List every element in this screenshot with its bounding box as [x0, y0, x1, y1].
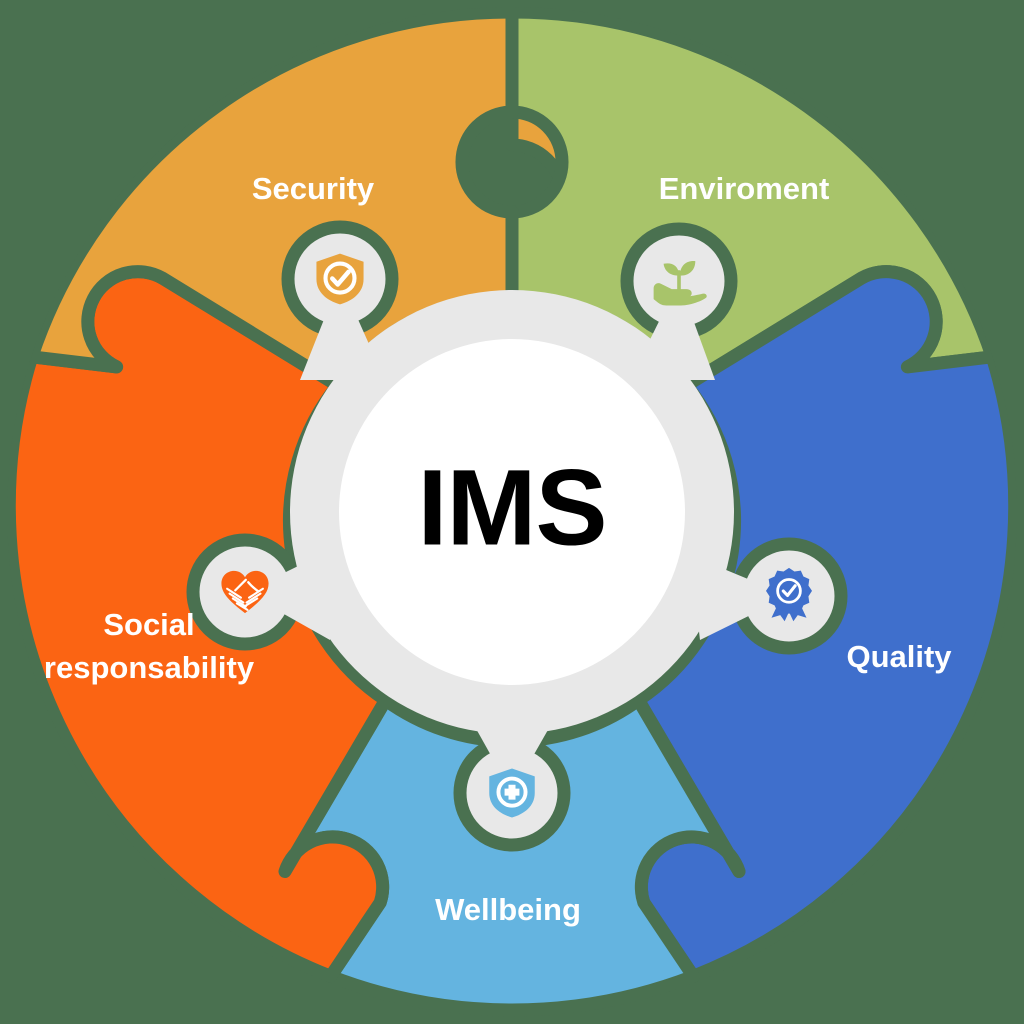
label-quality: Quality	[846, 639, 952, 674]
piece-labels: Security Enviroment Quality Wellbeing So…	[44, 171, 952, 927]
label-social-line2: responsability	[44, 650, 255, 685]
label-enviroment: Enviroment	[659, 171, 830, 206]
label-wellbeing: Wellbeing	[435, 892, 581, 927]
hub-inner-disc	[339, 339, 685, 685]
label-security: Security	[252, 171, 375, 206]
label-social-line1: Social	[103, 607, 194, 642]
center-title: IMS	[417, 447, 606, 568]
